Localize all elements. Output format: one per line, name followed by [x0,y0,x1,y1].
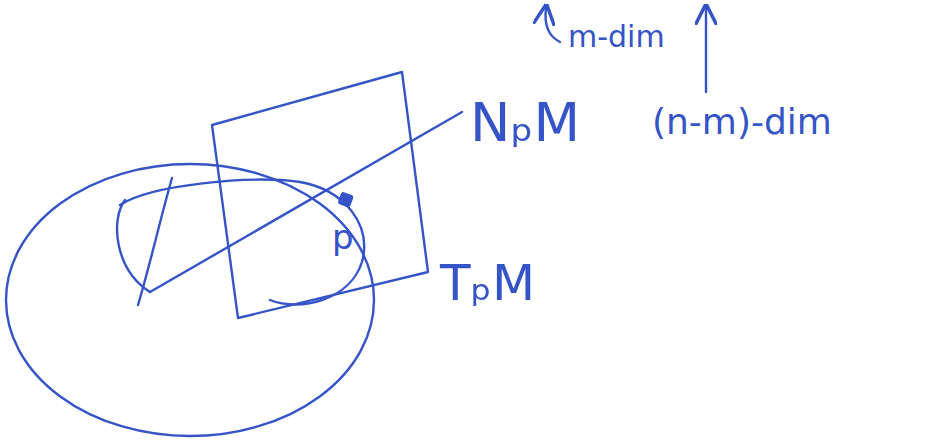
curve-line [138,178,172,305]
dimension-note: (n-m)-dim [652,104,832,140]
sphere-outline [6,164,374,436]
point-label: p [332,220,354,254]
normal-line [150,112,462,292]
space-label: NₚM [470,96,580,150]
point-marker [337,191,354,208]
pointer-arrow [705,8,707,92]
great-circle-arc [120,180,364,305]
dimension-note: m-dim [568,22,665,52]
space-label: TₚM [440,258,535,308]
pointer-arrow [546,8,560,42]
